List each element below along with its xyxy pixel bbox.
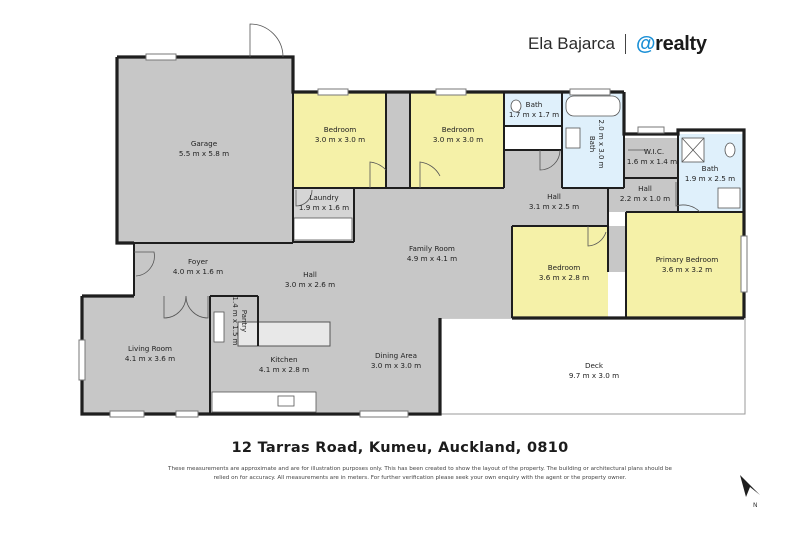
- bedroom3-dims: 3.6 m x 2.8 m: [539, 273, 589, 282]
- primary-dims: 3.6 m x 3.2 m: [662, 265, 712, 274]
- family-name: Family Room: [409, 244, 455, 253]
- kitchen-dims: 4.1 m x 2.8 m: [259, 365, 309, 374]
- living-floor: [82, 296, 210, 414]
- bath-mid-dims: 2.0 m x 3.0 m: [597, 120, 605, 169]
- wic-dims: 1.6 m x 1.4 m: [627, 157, 677, 166]
- closet-3: [608, 226, 626, 272]
- deck-floor: [439, 317, 746, 415]
- garage-dims: 5.5 m x 5.8 m: [179, 149, 229, 158]
- hall-right-floor: [502, 150, 562, 190]
- primary-name: Primary Bedroom: [656, 255, 719, 264]
- bedroom2-name: Bedroom: [442, 125, 475, 134]
- brand-logo: @realty: [636, 33, 707, 56]
- hall-right-name: Hall: [547, 192, 561, 201]
- brand-at-symbol: @: [635, 32, 656, 55]
- vanity-mid: [565, 127, 581, 149]
- measurement-disclaimer: These measurements are approximate and a…: [168, 466, 672, 481]
- wic-floor: [624, 138, 678, 178]
- bathtub: [565, 95, 621, 117]
- property-address: 12 Tarras Road, Kumeu, Auckland, 0810: [231, 440, 569, 456]
- hall-main-dims: 3.0 m x 2.6 m: [285, 280, 335, 289]
- toilet-top: [510, 99, 522, 113]
- bath-top-dims: 1.7 m x 1.7 m: [509, 110, 559, 119]
- bedroom1-door: [369, 161, 387, 188]
- wic-name: W.I.C.: [644, 147, 664, 156]
- deck-name: Deck: [585, 361, 604, 370]
- laundry-door: [295, 189, 313, 207]
- brand-word: realty: [655, 32, 707, 55]
- bath-mid-door: [539, 149, 561, 171]
- interior-walls: [117, 92, 744, 414]
- north-arrow-icon: N: [740, 475, 760, 509]
- agent-header: Ela Bajarca @realty: [528, 30, 707, 58]
- laundry-bench: [293, 217, 353, 241]
- bath-ensuite-dims: 1.9 m x 2.5 m: [685, 174, 735, 183]
- pantry-shelf: [213, 311, 225, 343]
- kitchen-name: Kitchen: [270, 355, 297, 364]
- windows: [78, 53, 748, 418]
- garage-entry-door: [249, 23, 284, 58]
- kitchen-bench: [211, 391, 317, 413]
- dining-name: Dining Area: [375, 351, 417, 360]
- pantry-name: Pantry: [240, 310, 248, 332]
- room-labels: Garage 5.5 m x 5.8 m Bedroom 3.0 m x 3.0…: [125, 100, 735, 380]
- pantry-dims: 1.4 m x 1.5 m: [231, 297, 239, 346]
- primary-door: [675, 182, 701, 213]
- foyer-name: Foyer: [188, 257, 208, 266]
- agent-name: Ela Bajarca: [528, 34, 615, 53]
- bath-ensuite-name: Bath: [702, 164, 719, 173]
- bedroom3-name: Bedroom: [548, 263, 581, 272]
- closet-1: [386, 92, 410, 140]
- fixtures: [211, 95, 741, 413]
- foyer-door: [134, 251, 155, 277]
- sink: [277, 395, 295, 407]
- hall-main-name: Hall: [303, 270, 317, 279]
- toilet-ensuite: [724, 142, 736, 158]
- bedroom2-door: [419, 161, 441, 188]
- vanity-ensuite: [717, 187, 741, 209]
- laundry-dims: 1.9 m x 1.6 m: [299, 203, 349, 212]
- hall-right-dims: 3.1 m x 2.5 m: [529, 202, 579, 211]
- bedroom1-dims: 3.0 m x 3.0 m: [315, 135, 365, 144]
- bath-mid-name: Bath: [588, 136, 596, 152]
- primary-floor: [626, 212, 744, 318]
- dining-dims: 3.0 m x 3.0 m: [371, 361, 421, 370]
- header-divider: [624, 34, 626, 54]
- living-name: Living Room: [128, 344, 172, 353]
- bedroom2-floor: [410, 92, 504, 188]
- foyer-dims: 4.0 m x 1.6 m: [173, 267, 223, 276]
- bedroom3-floor: [512, 226, 608, 318]
- kitchen-island: [237, 321, 331, 347]
- deck-dims: 9.7 m x 3.0 m: [569, 371, 619, 380]
- hall-small-name: Hall: [638, 184, 652, 193]
- family-dims: 4.9 m x 4.1 m: [407, 254, 457, 263]
- compass-label: N: [753, 502, 758, 509]
- living-double-door: [163, 295, 209, 319]
- bath-top-name: Bath: [526, 100, 543, 109]
- garage-floor: [117, 57, 293, 243]
- bedroom2-dims: 3.0 m x 3.0 m: [433, 135, 483, 144]
- living-dims: 4.1 m x 3.6 m: [125, 354, 175, 363]
- hall-small-dims: 2.2 m x 1.0 m: [620, 194, 670, 203]
- laundry-name: Laundry: [309, 193, 339, 202]
- doors: [134, 23, 701, 319]
- bedroom3-door: [587, 226, 607, 247]
- bedroom1-name: Bedroom: [324, 125, 357, 134]
- garage-name: Garage: [191, 139, 218, 148]
- closet-2: [386, 140, 410, 188]
